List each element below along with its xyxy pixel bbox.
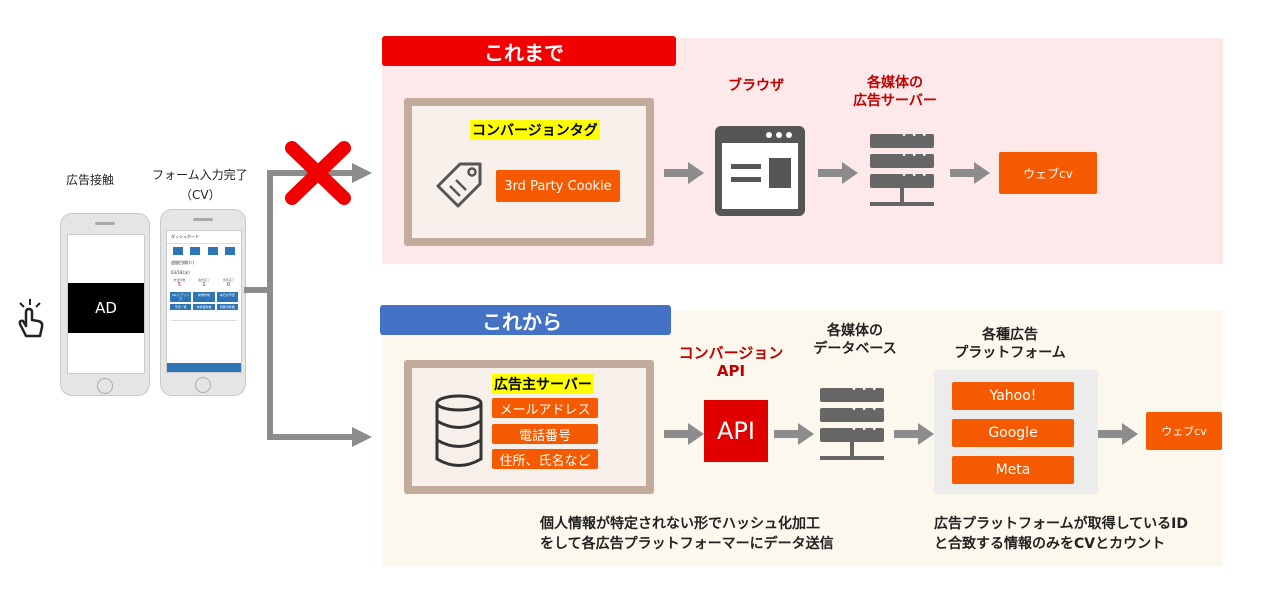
form-date: 03/18(水) bbox=[171, 270, 190, 275]
data-item-email: メールアドレス bbox=[492, 398, 598, 418]
arrow-right-icon bbox=[818, 162, 858, 184]
form-cell: 過去完了 bbox=[197, 278, 210, 282]
form-cell: 当月完了 bbox=[222, 278, 235, 282]
ad-platform-label: 各種広告 プラットフォーム bbox=[954, 327, 1066, 361]
arrow-right-icon bbox=[774, 423, 814, 445]
ad-phone: AD bbox=[60, 213, 150, 396]
form-cell: 未達件数 bbox=[173, 278, 186, 282]
web-cv-box-top: ウェブcv bbox=[999, 152, 1097, 194]
tap-hand-icon bbox=[18, 299, 44, 338]
web-cv-box-bottom: ウェブcv bbox=[1146, 412, 1222, 450]
database-icon bbox=[435, 394, 483, 467]
platform-google: Google bbox=[952, 419, 1074, 447]
platform-container: Yahoo! Google Meta bbox=[934, 370, 1098, 494]
form-phone: ダッシュボード 週間目標(ｵﾝ) 03/18(水) 未達件数 過去完了 当月完了… bbox=[160, 209, 246, 396]
ad-banner: AD bbox=[68, 283, 144, 333]
data-item-phone: 電話番号 bbox=[492, 424, 598, 444]
browser-window-icon bbox=[715, 126, 805, 216]
data-item-address: 住所、氏名など bbox=[492, 449, 598, 469]
media-database-icon bbox=[820, 384, 884, 464]
form-mock-button: 本日の予定 bbox=[216, 292, 238, 302]
form-row: 週間目標(ｵﾝ) bbox=[171, 260, 195, 265]
blocked-cross-icon bbox=[285, 141, 351, 205]
platform-meta: Meta bbox=[952, 456, 1074, 484]
form-app-title: ダッシュボード bbox=[167, 231, 241, 244]
conversion-api-label: コンバージョン API bbox=[678, 344, 784, 380]
form-value: 5 bbox=[177, 282, 181, 288]
arrow-right-icon bbox=[894, 423, 934, 445]
after-header: これから bbox=[380, 305, 671, 335]
form-mock-button: 未処理件数 bbox=[193, 304, 215, 310]
platform-yahoo: Yahoo! bbox=[952, 382, 1074, 410]
advertiser-server-frame: 広告主サーバー メールアドレス 電話番号 住所、氏名など bbox=[404, 360, 654, 494]
api-box: API bbox=[704, 400, 768, 462]
ad-server-label: 各媒体の 広告サーバー bbox=[853, 75, 937, 109]
hashing-note: 個人情報が特定されない形でハッシュ化加工 をして各広告プラットフォーマーにデータ… bbox=[540, 516, 834, 552]
arrow-right-icon bbox=[950, 162, 990, 184]
form-mock-button: 新規作成 bbox=[193, 292, 215, 302]
arrow-right-icon bbox=[664, 423, 704, 445]
browser-label: ブラウザ bbox=[728, 78, 784, 94]
media-database-label: 各媒体の データベース bbox=[813, 323, 897, 357]
form-mock-button: 登録済件数 bbox=[216, 304, 238, 310]
before-header: これまで bbox=[382, 36, 676, 66]
form-mock-button: SO/ヒアリング bbox=[170, 292, 192, 302]
ad-contact-label: 広告接触 bbox=[66, 173, 115, 187]
ad-server-icon bbox=[870, 130, 934, 210]
third-party-cookie-box: 3rd Party Cookie bbox=[496, 170, 620, 202]
conversion-tag-title: コンバージョンタグ bbox=[470, 120, 600, 140]
form-value: 0 bbox=[227, 282, 231, 288]
form-complete-label: フォーム入力完了 bbox=[152, 168, 248, 182]
tag-icon bbox=[436, 162, 482, 208]
branch-connector bbox=[244, 163, 372, 447]
form-value: 1 bbox=[202, 282, 206, 288]
arrow-right-icon bbox=[664, 162, 704, 184]
matching-note: 広告プラットフォームが取得しているID と合致する情報のみをCVとカウント bbox=[934, 516, 1188, 552]
cv-label: （CV） bbox=[180, 188, 221, 202]
advertiser-server-title: 広告主サーバー bbox=[492, 374, 594, 394]
arrow-right-icon bbox=[1098, 423, 1138, 445]
conversion-tag-frame: コンバージョンタグ 3rd Party Cookie bbox=[404, 98, 654, 246]
form-mock-button: 予定一覧 bbox=[170, 304, 192, 310]
